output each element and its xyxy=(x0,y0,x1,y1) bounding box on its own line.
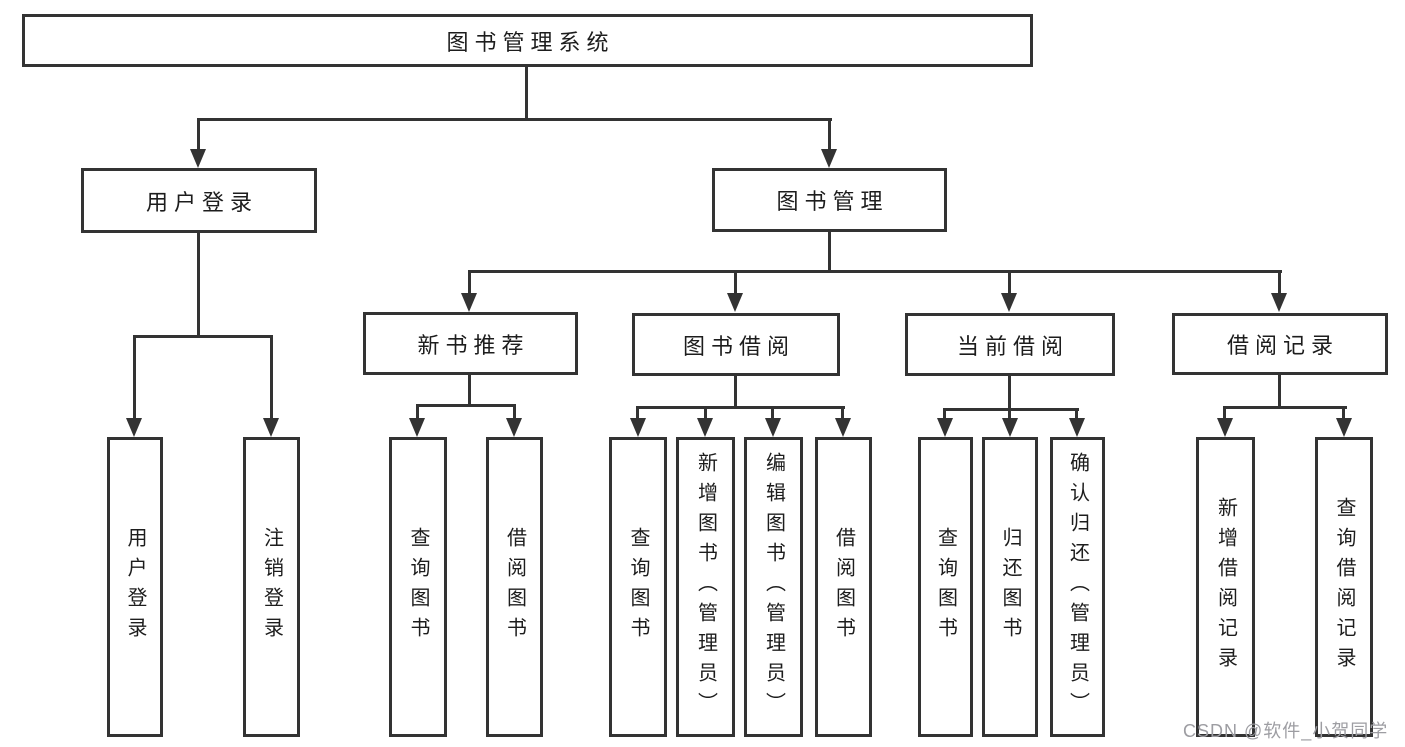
leaf-add-borrow-record: 新增借阅记录 xyxy=(1196,437,1255,737)
node-label: 新书推荐 xyxy=(417,332,530,358)
node-current-borrowing: 当前借阅 xyxy=(905,313,1115,376)
connector-current-drop-1 xyxy=(943,408,946,420)
arrow-down-icon xyxy=(506,418,522,437)
connector-bookmgmt-drop-1 xyxy=(468,270,471,296)
node-label: 借阅记录 xyxy=(1226,333,1339,358)
node-user-login: 用户登录 xyxy=(81,168,317,233)
connector-root-drop-right xyxy=(828,118,831,152)
connector-borrow-hline xyxy=(636,406,845,409)
connector-borrow-drop-4 xyxy=(841,406,844,420)
arrow-down-icon xyxy=(1271,293,1287,312)
node-label: 图书借阅 xyxy=(682,333,795,359)
connector-newbook-hline xyxy=(416,404,516,407)
node-book-management: 图书管理 xyxy=(712,168,947,232)
arrow-down-icon xyxy=(727,293,743,312)
leaf-label: 查询借阅记录 xyxy=(1333,497,1355,677)
connector-userlogin-drop-1 xyxy=(133,335,136,421)
leaf-label: 用户登录 xyxy=(124,527,146,647)
arrow-down-icon xyxy=(126,418,142,437)
connector-current-stem xyxy=(1008,376,1011,411)
connector-newbook-stem xyxy=(468,375,471,407)
connector-records-hline xyxy=(1223,406,1347,409)
node-label: 用户登录 xyxy=(145,189,258,215)
leaf-label: 新增图书（管理员） xyxy=(694,452,717,722)
leaf-logout: 注销登录 xyxy=(243,437,300,737)
leaf-add-book-admin: 新增图书（管理员） xyxy=(676,437,735,737)
node-label: 图书管理 xyxy=(776,189,889,214)
arrow-down-icon xyxy=(821,149,837,168)
leaf-label: 归还图书 xyxy=(999,527,1021,647)
connector-borrow-drop-2 xyxy=(704,406,707,420)
connector-bookmgmt-stem xyxy=(828,232,831,273)
arrow-down-icon xyxy=(190,149,206,168)
connector-current-hline xyxy=(943,408,1079,411)
arrow-down-icon xyxy=(697,418,713,437)
node-book-borrowing: 图书借阅 xyxy=(632,313,840,376)
connector-userlogin-stem xyxy=(197,233,200,337)
arrow-down-icon xyxy=(1217,418,1233,437)
leaf-label: 借阅图书 xyxy=(832,527,855,647)
node-library-management-system: 图书管理系统 xyxy=(22,14,1033,67)
arrow-down-icon xyxy=(1001,293,1017,312)
leaf-borrow-books-recommend: 借阅图书 xyxy=(486,437,543,737)
connector-borrow-drop-1 xyxy=(636,406,639,420)
leaf-query-books-recommend: 查询图书 xyxy=(389,437,447,737)
csdn-watermark: CSDN @软件_小贺同学 xyxy=(1183,721,1389,741)
connector-root-drop-left xyxy=(197,118,200,152)
leaf-label: 注销登录 xyxy=(260,527,283,647)
arrow-down-icon xyxy=(263,418,279,437)
leaf-return-book: 归还图书 xyxy=(982,437,1038,737)
leaf-label: 新增借阅记录 xyxy=(1214,497,1237,677)
leaf-label: 编辑图书（管理员） xyxy=(762,452,785,722)
leaf-edit-book-admin: 编辑图书（管理员） xyxy=(744,437,803,737)
arrow-down-icon xyxy=(937,418,953,437)
connector-userlogin-hline xyxy=(133,335,273,338)
connector-newbook-drop-1 xyxy=(416,404,419,420)
connector-records-stem xyxy=(1278,375,1281,409)
leaf-user-login: 用户登录 xyxy=(107,437,163,737)
leaf-query-books-borrow: 查询图书 xyxy=(609,437,667,737)
node-label: 当前借阅 xyxy=(956,333,1069,359)
arrow-down-icon xyxy=(1002,418,1018,437)
arrow-down-icon xyxy=(1069,418,1085,437)
arrow-down-icon xyxy=(409,418,425,437)
leaf-label: 确认归还（管理员） xyxy=(1066,452,1089,722)
arrow-down-icon xyxy=(765,418,781,437)
arrow-down-icon xyxy=(630,418,646,437)
connector-bookmgmt-drop-4 xyxy=(1278,270,1281,296)
leaf-label: 查询图书 xyxy=(627,527,649,647)
connector-root-hline xyxy=(197,118,832,121)
leaf-query-books-current: 查询图书 xyxy=(918,437,973,737)
leaf-label: 借阅图书 xyxy=(503,527,526,647)
leaf-confirm-return-admin: 确认归还（管理员） xyxy=(1050,437,1105,737)
connector-borrow-drop-3 xyxy=(771,406,774,420)
node-borrowing-records: 借阅记录 xyxy=(1172,313,1388,375)
connector-newbook-drop-2 xyxy=(513,404,516,420)
connector-current-drop-2 xyxy=(1008,408,1011,420)
connector-bookmgmt-drop-3 xyxy=(1008,270,1011,296)
connector-bookmgmt-drop-2 xyxy=(734,270,737,296)
leaf-borrow-books: 借阅图书 xyxy=(815,437,872,737)
connector-current-drop-3 xyxy=(1075,408,1078,420)
leaf-query-borrow-record: 查询借阅记录 xyxy=(1315,437,1373,737)
connector-records-drop-1 xyxy=(1223,406,1226,420)
arrow-down-icon xyxy=(1336,418,1352,437)
connector-borrow-stem xyxy=(734,376,737,409)
connector-userlogin-drop-2 xyxy=(270,335,273,421)
connector-bookmgmt-hline xyxy=(468,270,1282,273)
node-label: 图书管理系统 xyxy=(446,29,615,55)
arrow-down-icon xyxy=(461,293,477,312)
connector-records-drop-2 xyxy=(1342,406,1345,420)
connector-root-stem xyxy=(525,67,528,120)
node-new-book-recommendation: 新书推荐 xyxy=(363,312,578,375)
leaf-label: 查询图书 xyxy=(407,527,429,647)
arrow-down-icon xyxy=(835,418,851,437)
leaf-label: 查询图书 xyxy=(934,527,957,647)
